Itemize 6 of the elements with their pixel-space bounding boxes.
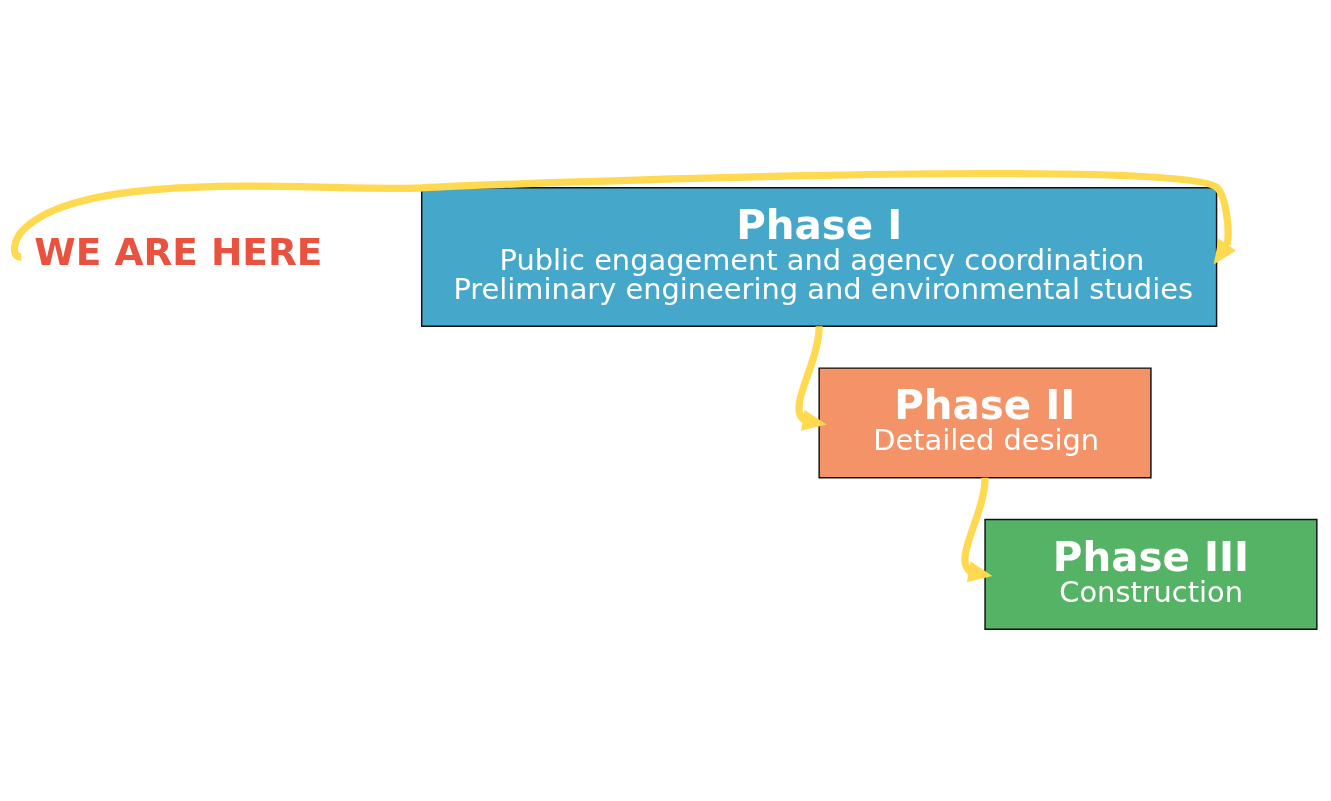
node-text: WE ARE HERE: [34, 229, 323, 274]
node-box: Phase I Public engagement and agency coordination Preliminary engineering and environmental studies: [420, 186, 1218, 327]
arrow: [795, 325, 827, 431]
node-box: Phase II Detailed design: [818, 366, 1152, 478]
arrow: [961, 477, 993, 582]
node-box: Phase III Construction: [984, 518, 1318, 630]
